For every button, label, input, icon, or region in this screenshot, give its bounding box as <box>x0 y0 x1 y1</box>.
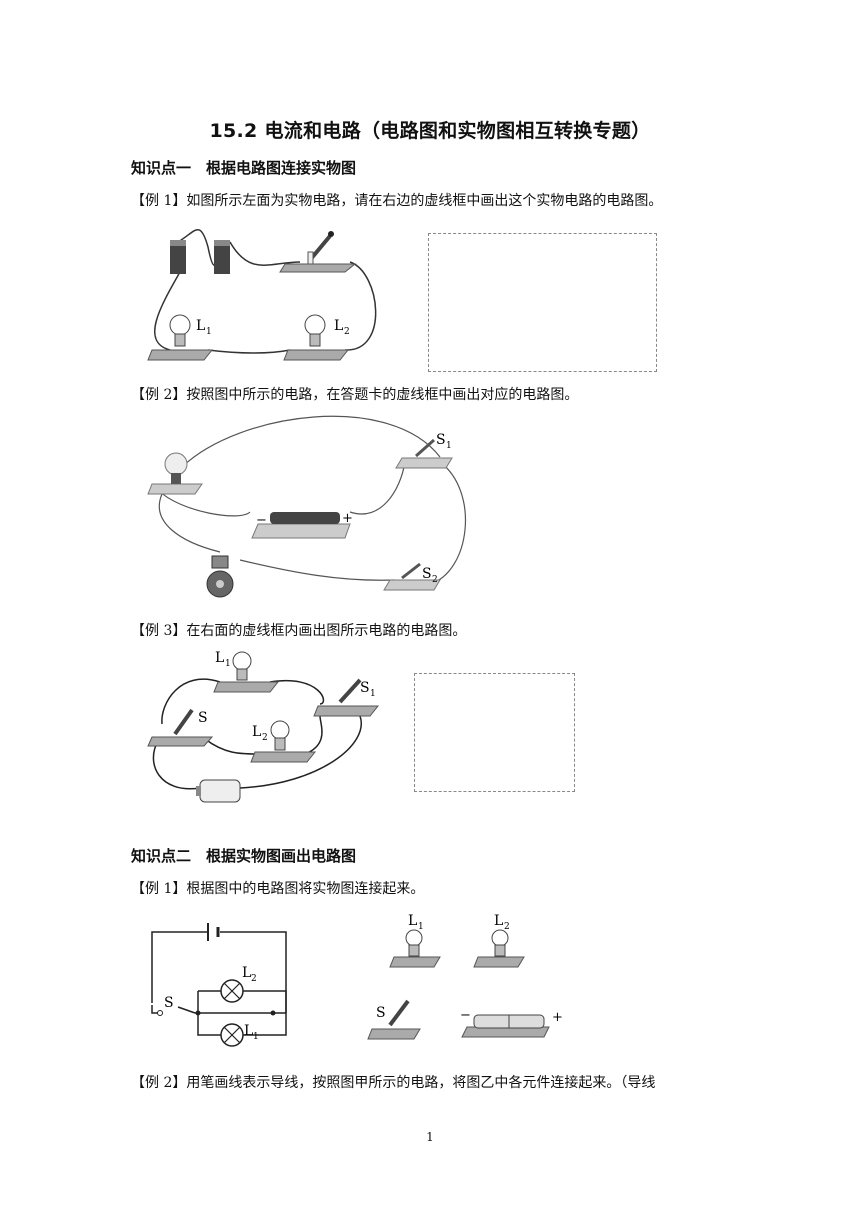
lamp-L2-symbol <box>220 979 244 1003</box>
label-minus: − <box>460 1008 471 1023</box>
label-S: S <box>376 1005 386 1021</box>
bulb-L2 <box>283 314 350 361</box>
example-2-1-text: 【例 1】根据图中的电路图将实物图连接起来。 <box>131 881 425 897</box>
example-3-text: 【例 3】在右面的虚线框内画出图所示电路的电路图。 <box>131 623 467 639</box>
label-S1-sub: 1 <box>370 689 376 699</box>
switch <box>279 231 357 273</box>
battery-pack-component <box>461 1014 550 1038</box>
battery-2 <box>214 240 230 274</box>
label-L2-sub: 2 <box>504 922 510 932</box>
label-L2: L <box>242 965 251 981</box>
section-heading-1: 知识点一 根据电路图连接实物图 <box>131 159 357 177</box>
wires <box>157 415 467 585</box>
label-S1-sub: 1 <box>446 441 452 451</box>
bell <box>206 555 234 598</box>
example-2-text: 【例 2】按照图中所示的电路，在答题卡的虚线框中画出对应的电路图。 <box>131 387 579 403</box>
label-L2-sub: 2 <box>344 327 350 337</box>
label-S: S <box>198 710 208 726</box>
junction-right <box>270 1010 276 1016</box>
label-L1: L <box>215 650 224 666</box>
switch-component <box>367 999 421 1040</box>
label-L2: L <box>494 913 503 929</box>
figure-3-physical-circuit: L 1 S S 1 L 2 <box>147 650 380 803</box>
label-L2-sub: 2 <box>262 733 268 743</box>
label-L1: L <box>408 913 417 929</box>
label-S2: S <box>422 566 432 582</box>
switch-S2 <box>383 562 441 591</box>
bulb-L1-component <box>389 929 441 968</box>
example-2-2-text: 【例 2】用笔画线表示导线，按照图甲所示的电路，将图乙中各元件连接起来。（导线 <box>131 1075 656 1091</box>
switch-S1 <box>313 678 380 717</box>
lamp-L1-symbol <box>220 1023 244 1047</box>
bulb-L2 <box>250 720 317 763</box>
label-S2-sub: 2 <box>432 575 438 585</box>
page-number: 1 <box>426 1130 434 1144</box>
battery <box>196 779 241 803</box>
bulb <box>147 452 203 495</box>
bulb-L2-component <box>473 929 525 968</box>
label-minus: − <box>256 513 267 528</box>
battery-symbol <box>207 923 220 941</box>
schematic-diagram: L 2 L 1 S <box>151 923 287 1047</box>
schematic-wires <box>151 931 287 1036</box>
bulb-L1 <box>213 651 280 693</box>
switch-S <box>147 708 214 747</box>
physical-components: L 1 L 2 S − + <box>367 913 563 1040</box>
label-L1-sub: 1 <box>225 659 231 669</box>
figure-2-physical-circuit: − + S 1 S 2 <box>147 415 467 598</box>
wires <box>153 228 377 354</box>
switch-S1 <box>395 438 453 469</box>
label-L1: L <box>196 318 205 334</box>
label-S: S <box>164 995 174 1011</box>
label-S1: S <box>436 432 446 448</box>
label-S1: S <box>360 680 370 696</box>
switch-symbol <box>157 1010 163 1016</box>
label-L2: L <box>334 318 343 334</box>
example-1-text: 【例 1】如图所示左面为实物电路，请在右边的虚线框中画出这个实物电路的电路图。 <box>131 193 663 209</box>
figure-1-physical-circuit: L 1 L 2 <box>147 228 377 361</box>
label-L1-sub: 1 <box>418 922 424 932</box>
label-L1-sub: 1 <box>206 327 212 337</box>
page-title: 15.2 电流和电路（电路图和实物图相互转换专题） <box>209 120 651 142</box>
battery-pack <box>251 512 351 539</box>
label-L2-sub: 2 <box>251 974 257 984</box>
label-plus: + <box>552 1010 563 1025</box>
label-L1: L <box>244 1023 253 1039</box>
battery-1 <box>170 240 186 274</box>
label-L2: L <box>252 724 261 740</box>
section-heading-2: 知识点二 根据实物图画出电路图 <box>131 847 357 865</box>
bulb-L1 <box>147 314 214 361</box>
label-plus: + <box>342 511 353 526</box>
label-L1-sub: 1 <box>253 1032 259 1042</box>
junction-left <box>195 1010 201 1016</box>
wires <box>152 678 362 790</box>
answer-box-3[interactable] <box>414 673 575 792</box>
answer-box-1[interactable] <box>428 233 657 372</box>
